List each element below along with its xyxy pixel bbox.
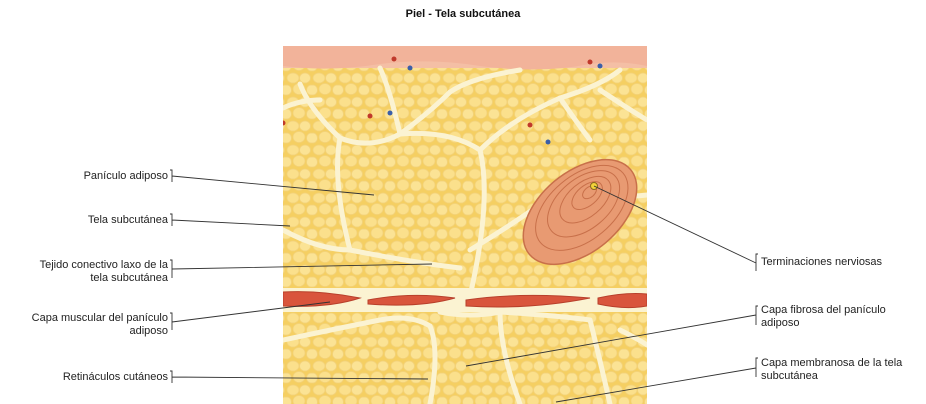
vein (546, 140, 551, 145)
label-text: subcutánea (761, 370, 923, 383)
label-text: Tela subcutánea (88, 214, 168, 226)
label-capa-muscular: Capa muscular del panículo adiposo (4, 312, 168, 338)
label-text: Retináculos cutáneos (63, 371, 168, 383)
vein (598, 64, 603, 69)
label-capa-membranosa: Capa membranosa de la tela subcutánea (761, 357, 923, 383)
label-text: Tejido conectivo laxo de la (4, 259, 168, 272)
leader-tela-subcutanea (170, 214, 290, 226)
artery (281, 121, 286, 126)
label-text: adiposo (4, 325, 168, 338)
label-text: adiposo (761, 317, 921, 330)
label-text: Capa membranosa de la tela (761, 357, 923, 370)
label-text: Capa muscular del panículo (4, 312, 168, 325)
label-retinaculos-cutaneos: Retináculos cutáneos (20, 371, 168, 384)
vein (388, 111, 393, 116)
label-text: tela subcutánea (4, 272, 168, 285)
label-tela-subcutanea: Tela subcutánea (40, 214, 168, 227)
label-text: Terminaciones nerviosas (761, 256, 882, 268)
label-text: Capa fibrosa del panículo (761, 304, 921, 317)
label-terminaciones-nerviosas: Terminaciones nerviosas (761, 256, 921, 269)
artery (528, 123, 533, 128)
label-paniculo-adiposo: Panículo adiposo (40, 170, 168, 183)
label-capa-fibrosa: Capa fibrosa del panículo adiposo (761, 304, 921, 330)
label-tejido-conectivo-laxo: Tejido conectivo laxo de la tela subcutá… (4, 259, 168, 285)
vein (408, 66, 413, 71)
artery (368, 114, 373, 119)
label-text: Panículo adiposo (84, 170, 168, 182)
artery (392, 57, 397, 62)
artery (588, 60, 593, 65)
